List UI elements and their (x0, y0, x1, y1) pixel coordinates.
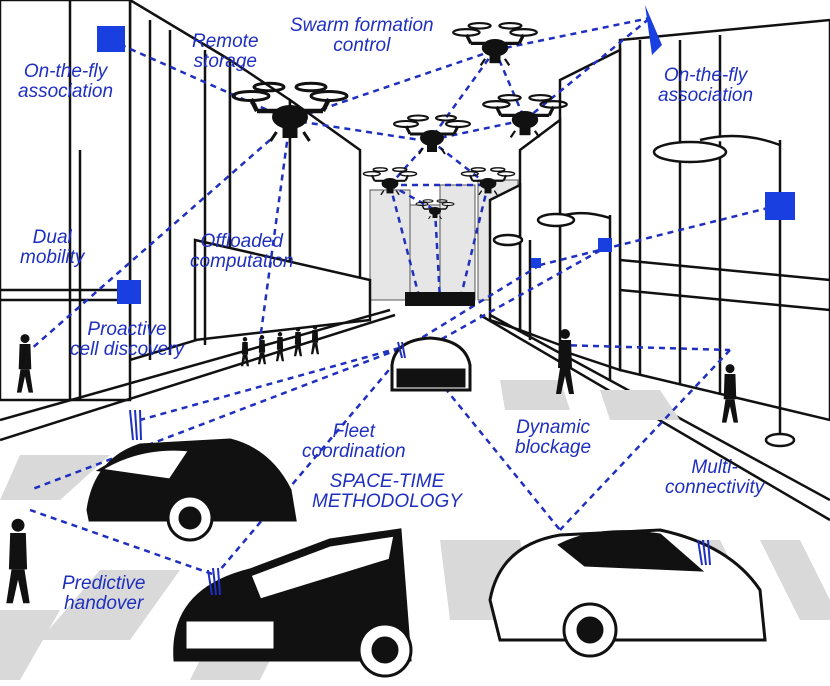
antenna-icon (129, 341, 711, 596)
base-station-icon (97, 5, 795, 304)
label-multi-connectivity: Multi-connectivity (665, 457, 765, 498)
street-lamp-icon (492, 134, 796, 448)
crowd (405, 292, 475, 306)
car-icon (86, 336, 767, 678)
